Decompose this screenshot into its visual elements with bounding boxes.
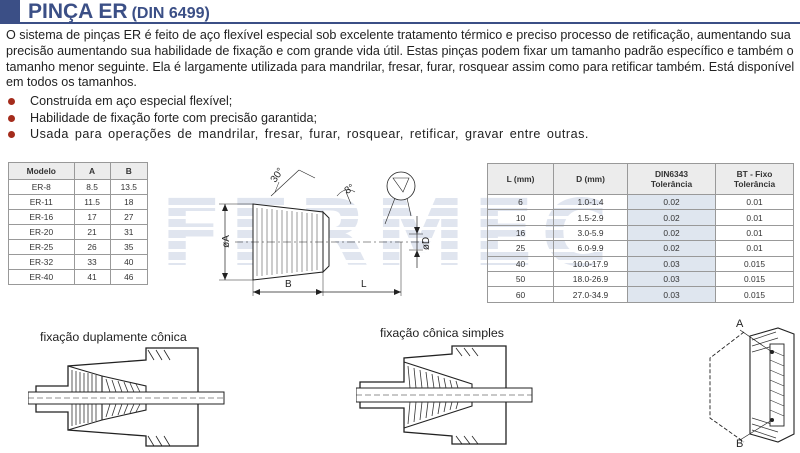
tolerance-table: L (mm) D (mm) DIN6343 Tolerância BT - Fi… [487, 163, 794, 303]
single-conical-drawing [356, 345, 533, 445]
page-title: PINÇA ER(DIN 6499) [28, 0, 210, 24]
feature-item: Usada para operações de mandrilar, fresa… [6, 126, 786, 143]
collet-dimension-drawing [219, 169, 425, 296]
feature-item: Construída em aço especial flexível; [6, 93, 786, 110]
table-header-row: L (mm) D (mm) DIN6343 Tolerância BT - Fi… [487, 163, 794, 195]
label-a: A [736, 318, 744, 330]
double-conical-caption: fixação duplamente cônica [40, 330, 187, 344]
col-header: D (mm) [553, 163, 628, 195]
col-header: BT - Fixo Tolerância [715, 163, 794, 195]
label-b: B [736, 438, 744, 450]
nut-section-drawing [709, 327, 795, 443]
col-header: DIN6343 Tolerância [627, 163, 716, 195]
header-accent-bar [0, 0, 20, 22]
feature-item: Habilidade de fixação forte com precisão… [6, 110, 786, 127]
col-header: Modelo [8, 162, 75, 180]
page-header: PINÇA ER(DIN 6499) [0, 0, 800, 26]
double-conical-drawing [28, 347, 225, 447]
col-header: L (mm) [487, 163, 554, 195]
title-main: PINÇA ER [28, 0, 128, 23]
dimension-a-label: øA [220, 235, 232, 248]
title-standard: (DIN 6499) [131, 5, 210, 22]
dimension-d-label: øD [421, 236, 433, 251]
single-conical-caption: fixação cônica simples [380, 326, 504, 340]
header-rule [0, 22, 800, 24]
dimension-l-label: L [361, 279, 367, 290]
feature-list: Construída em aço especial flexível; Hab… [6, 93, 786, 143]
dimension-b-label: B [285, 279, 292, 290]
product-description: O sistema de pinças ER é feito de aço fl… [6, 28, 795, 90]
col-header: B [109, 162, 149, 180]
table-header-row: Modelo A B [8, 162, 149, 180]
col-header: A [73, 162, 111, 180]
